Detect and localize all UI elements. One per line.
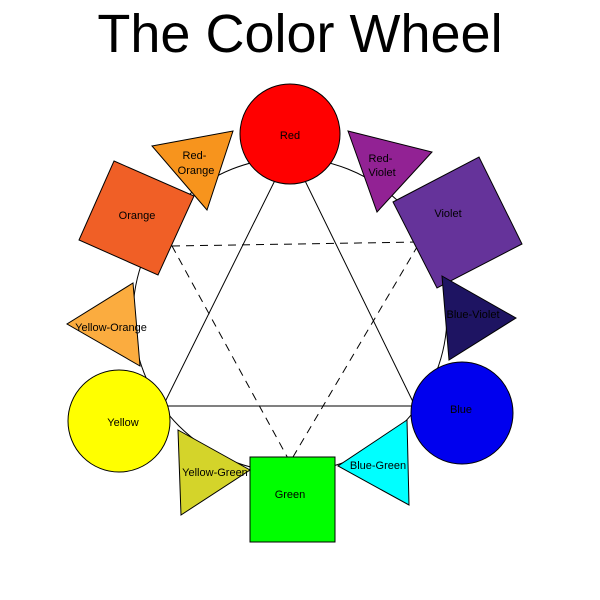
- secondary-triangle: [171, 241, 421, 464]
- swatch-blue: Blue: [410, 361, 514, 465]
- red-label: Red: [280, 130, 300, 142]
- blue-green-label: Blue-Green: [350, 460, 406, 472]
- blue-label: Blue: [450, 404, 472, 416]
- orange-square: [78, 160, 195, 276]
- blue-green-triangle: [337, 419, 410, 506]
- green-label: Green: [275, 489, 306, 501]
- swatch-orange: Orange: [78, 160, 195, 276]
- violet-label: Violet: [434, 208, 461, 220]
- primary-triangle: [162, 148, 416, 407]
- page-title: The Color Wheel: [97, 4, 503, 64]
- red-violet-triangle: [347, 130, 433, 213]
- violet-square: [392, 156, 523, 289]
- orange-label: Orange: [119, 210, 156, 222]
- yellow-orange-label: Yellow-Orange: [75, 322, 147, 334]
- yellow-circle: [67, 369, 171, 473]
- swatch-yellow: Yellow: [67, 369, 171, 473]
- swatch-green: Green: [249, 456, 336, 543]
- yellow-orange-triangle: [66, 282, 141, 367]
- swatch-blue-violet: Blue-Violet: [441, 275, 517, 361]
- red-violet-label: Red- Violet: [368, 153, 395, 179]
- swatch-red-violet: Red- Violet: [347, 130, 433, 213]
- swatch-yellow-orange: Yellow-Orange: [66, 282, 147, 367]
- swatch-blue-green: Blue-Green: [337, 419, 410, 506]
- red-orange-triangle: [151, 130, 234, 211]
- green-square: [249, 456, 336, 543]
- blue-violet-triangle: [441, 275, 517, 361]
- blue-circle: [410, 361, 514, 465]
- swatch-red: Red: [239, 83, 341, 185]
- swatch-yellow-green: Yellow-Green: [177, 429, 251, 516]
- yellow-green-triangle: [177, 429, 251, 516]
- blue-violet-label: Blue-Violet: [447, 309, 500, 321]
- swatch-violet: Violet: [392, 156, 523, 289]
- yellow-green-label: Yellow-Green: [182, 467, 248, 479]
- swatch-red-orange: Red- Orange: [151, 130, 234, 211]
- red-orange-label: Red- Orange: [178, 150, 215, 177]
- yellow-label: Yellow: [107, 417, 138, 429]
- red-circle: [239, 83, 341, 185]
